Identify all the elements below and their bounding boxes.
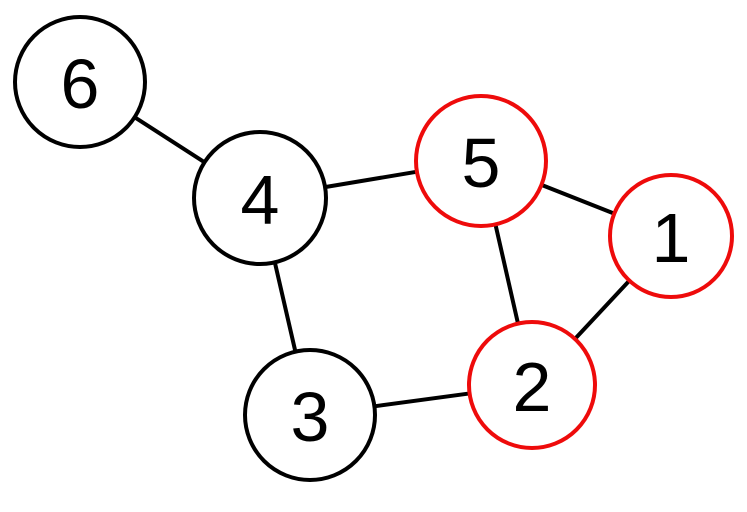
graph-edge-6-4 xyxy=(131,114,208,165)
node-circle-5[interactable] xyxy=(414,94,548,228)
node-label-3: 3 xyxy=(291,378,330,456)
graph-edge-5-1 xyxy=(538,182,618,216)
node-circle-1[interactable] xyxy=(608,173,734,299)
graph-edge-1-2 xyxy=(572,277,633,342)
graph-edge-4-5 xyxy=(322,169,420,190)
edges-layer xyxy=(131,114,633,409)
graph-edge-4-3 xyxy=(272,259,298,355)
node-circle-2[interactable] xyxy=(467,320,597,450)
node-label-4: 4 xyxy=(241,161,280,239)
node-circle-4[interactable] xyxy=(192,130,328,266)
node-label-2: 2 xyxy=(513,348,552,426)
node-label-5: 5 xyxy=(462,124,501,202)
graph-node-2[interactable]: 2 xyxy=(467,320,597,450)
graph-edge-5-2 xyxy=(493,221,521,327)
graph-node-5[interactable]: 5 xyxy=(414,94,548,228)
node-label-6: 6 xyxy=(61,45,100,123)
graph-node-1[interactable]: 1 xyxy=(608,173,734,299)
graph-node-3[interactable]: 3 xyxy=(243,348,377,482)
node-label-1: 1 xyxy=(652,199,691,277)
graph-node-4[interactable]: 4 xyxy=(192,130,328,266)
graph-node-6[interactable]: 6 xyxy=(13,15,147,149)
nodes-layer: 6 4 5 1 2 3 xyxy=(13,15,734,482)
graph-edge-3-2 xyxy=(371,391,473,409)
node-circle-3[interactable] xyxy=(243,348,377,482)
node-circle-6[interactable] xyxy=(13,15,147,149)
